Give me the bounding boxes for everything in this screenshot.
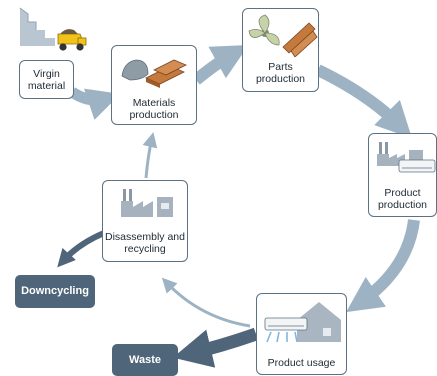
ore-and-ingots-icon [121,59,187,88]
virgin-material-label-2: material [27,80,66,92]
product-production-label-1: Product [384,187,421,199]
dump-truck-icon [57,29,87,51]
fan-and-pipes-icon [248,14,318,57]
mine-terrain-icon [19,7,55,46]
parts-production-node: Parts production [242,8,319,92]
parts-production-label-1: Parts [268,61,293,73]
product-production-node: Product production [368,133,437,217]
arrow-virgin-to-materials [68,87,121,120]
parts-production-label-2: production [255,73,306,85]
waste-badge: Waste [112,344,178,376]
disassembly-recycling-node: Disassembly and recycling [102,180,188,262]
house-and-ac-unit-icon [264,302,341,343]
virgin-material-node: Virgin material [19,60,74,99]
arrow-product-to-usage [346,219,420,313]
product-production-label-2: production [377,199,428,211]
arrow-to-downcycling [57,230,106,268]
arrow-usage-to-disassembly [161,277,251,328]
downcycling-badge: Downcycling [15,275,95,308]
recycling-factory-icon [121,189,173,217]
disassembly-recycling-label-1: Disassembly and [105,231,185,243]
arrow-disassembly-to-materials [142,132,158,179]
arrow-parts-to-product [315,64,413,139]
arrow-to-waste [172,327,259,368]
factory-and-ac-unit-icon [377,142,436,173]
materials-production-node: Materials production [111,45,197,125]
product-usage-label: Product usage [267,357,336,369]
arrow-materials-to-parts [192,45,249,85]
materials-production-label-2: production [129,109,179,121]
product-usage-node: Product usage [256,293,347,375]
materials-production-label-1: Materials [132,97,176,109]
virgin-material-label-1: Virgin [33,68,60,80]
disassembly-recycling-label-2: recycling [124,243,166,255]
